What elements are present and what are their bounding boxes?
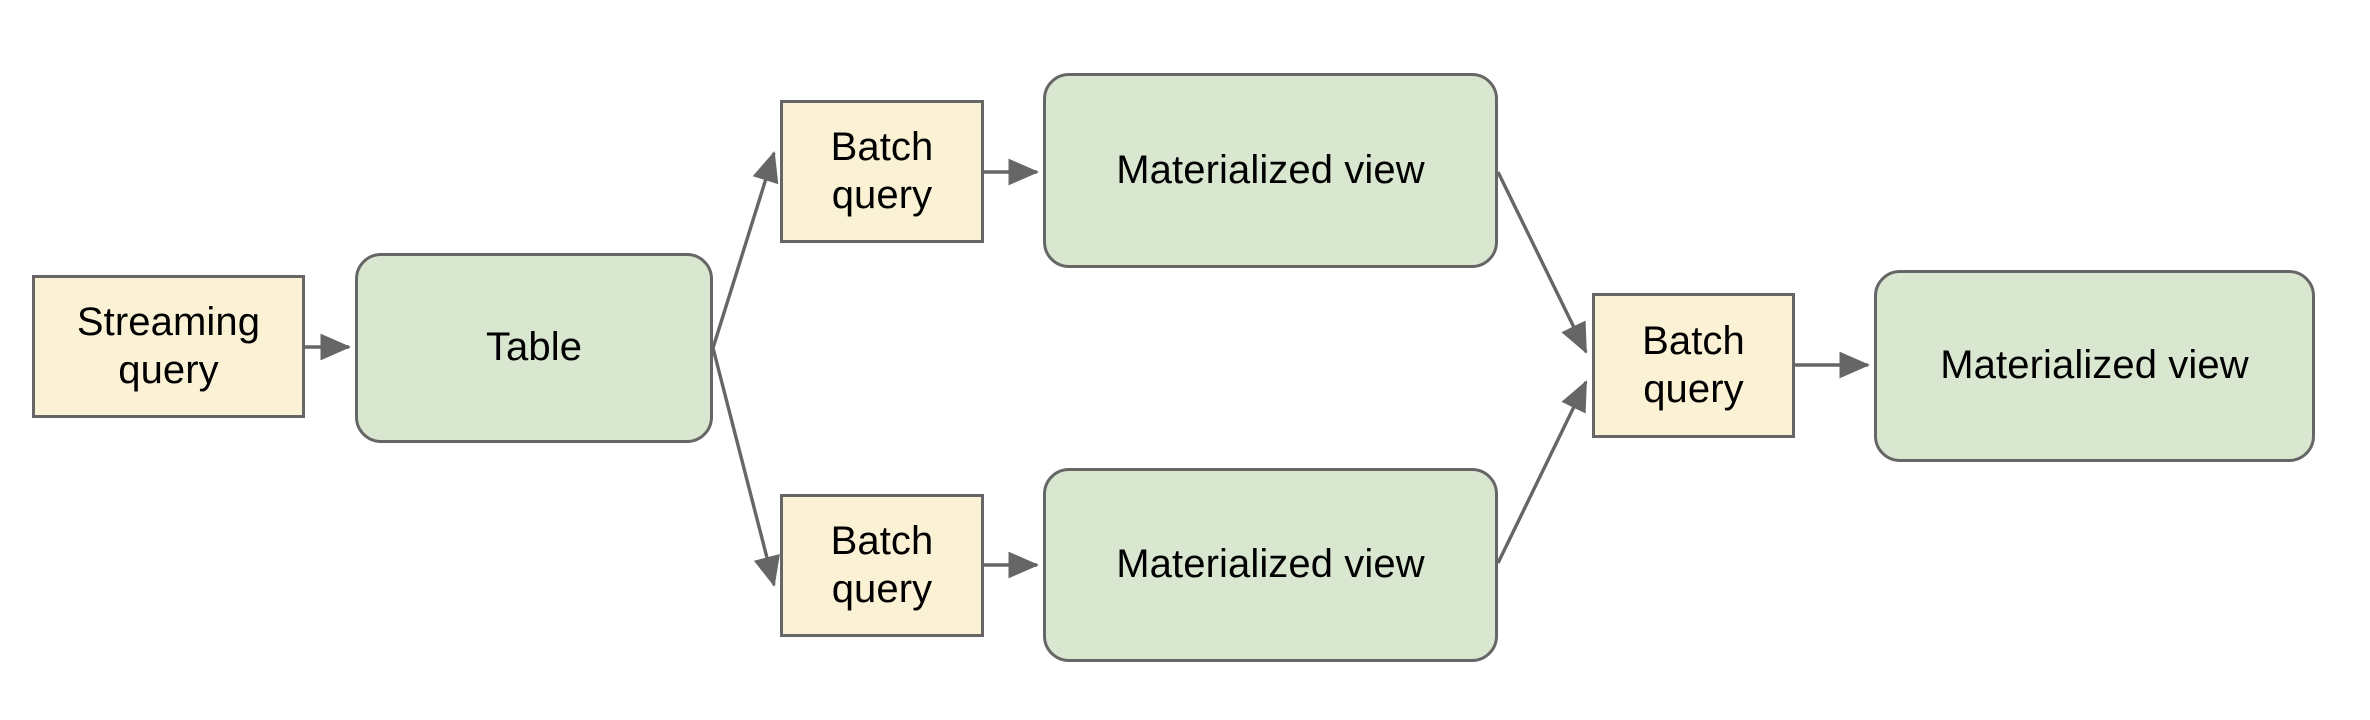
edge-materialized-view-bottom-to-batch-query-merge xyxy=(1496,380,1588,564)
edge-materialized-view-top-to-batch-query-merge xyxy=(1496,171,1588,354)
node-batch-query-merge[interactable]: Batch query xyxy=(1592,293,1795,438)
node-materialized-view-bottom[interactable]: Materialized view xyxy=(1043,468,1498,662)
edge-table-to-batch-query-bottom xyxy=(711,347,780,587)
edge-table-to-batch-query-top xyxy=(711,151,779,349)
node-materialized-view-final[interactable]: Materialized view xyxy=(1874,270,2315,462)
node-batch-query-top[interactable]: Batch query xyxy=(780,100,984,243)
node-streaming-query[interactable]: Streaming query xyxy=(32,275,305,418)
node-batch-query-bottom[interactable]: Batch query xyxy=(780,494,984,637)
node-materialized-view-top[interactable]: Materialized view xyxy=(1043,73,1498,268)
node-table[interactable]: Table xyxy=(355,253,713,443)
